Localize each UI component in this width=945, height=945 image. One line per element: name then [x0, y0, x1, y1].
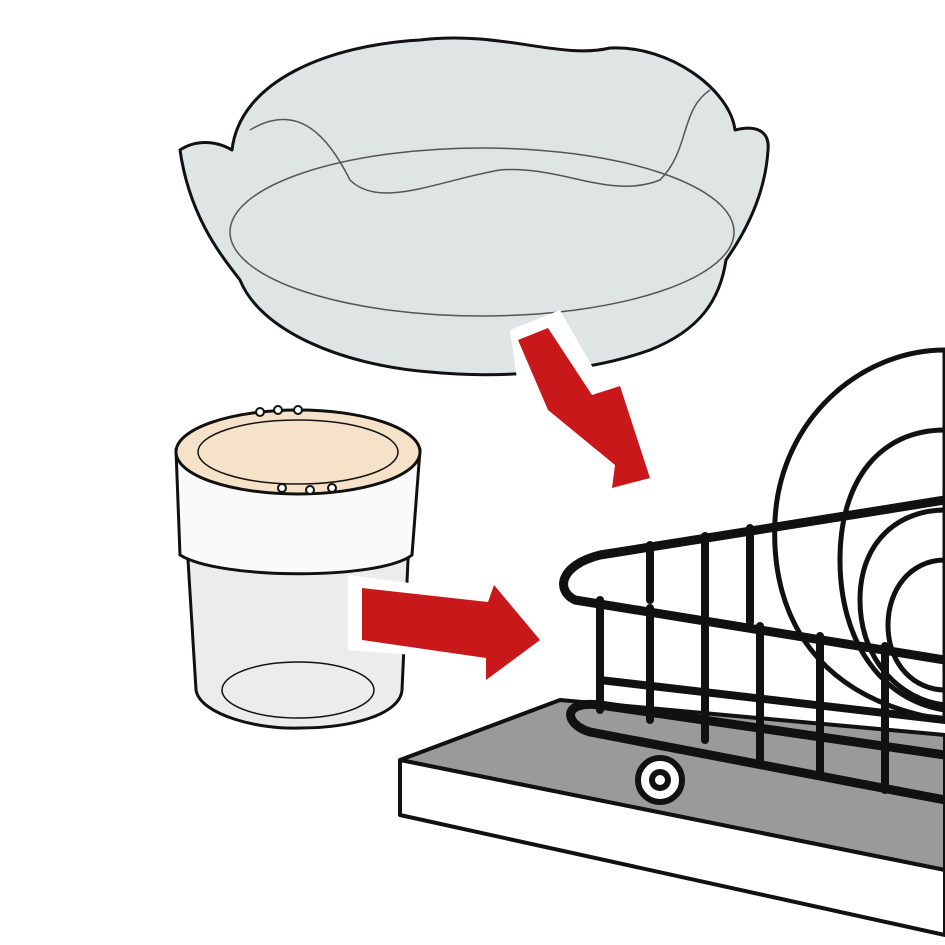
rack-wires — [596, 524, 945, 794]
rack-wheel — [635, 755, 685, 805]
plates — [772, 347, 945, 723]
rack-top-rail — [559, 495, 945, 665]
arrow-jar-to-rack — [348, 570, 550, 690]
jar-lid-bumps — [255, 405, 337, 495]
bowl-cover-rim — [229, 147, 735, 317]
tray-side — [398, 758, 945, 937]
bowl-cover-fold — [249, 89, 711, 194]
jar-lid-inner — [197, 419, 399, 485]
jar-base — [221, 661, 375, 719]
drying-tray — [398, 698, 945, 937]
arrow-cover-to-rack — [510, 310, 660, 492]
bowl-cover — [178, 36, 770, 377]
jar-lid-top — [174, 408, 422, 496]
bowl-cover-body — [178, 36, 770, 377]
jar — [174, 405, 422, 730]
dish-rack — [559, 495, 945, 805]
